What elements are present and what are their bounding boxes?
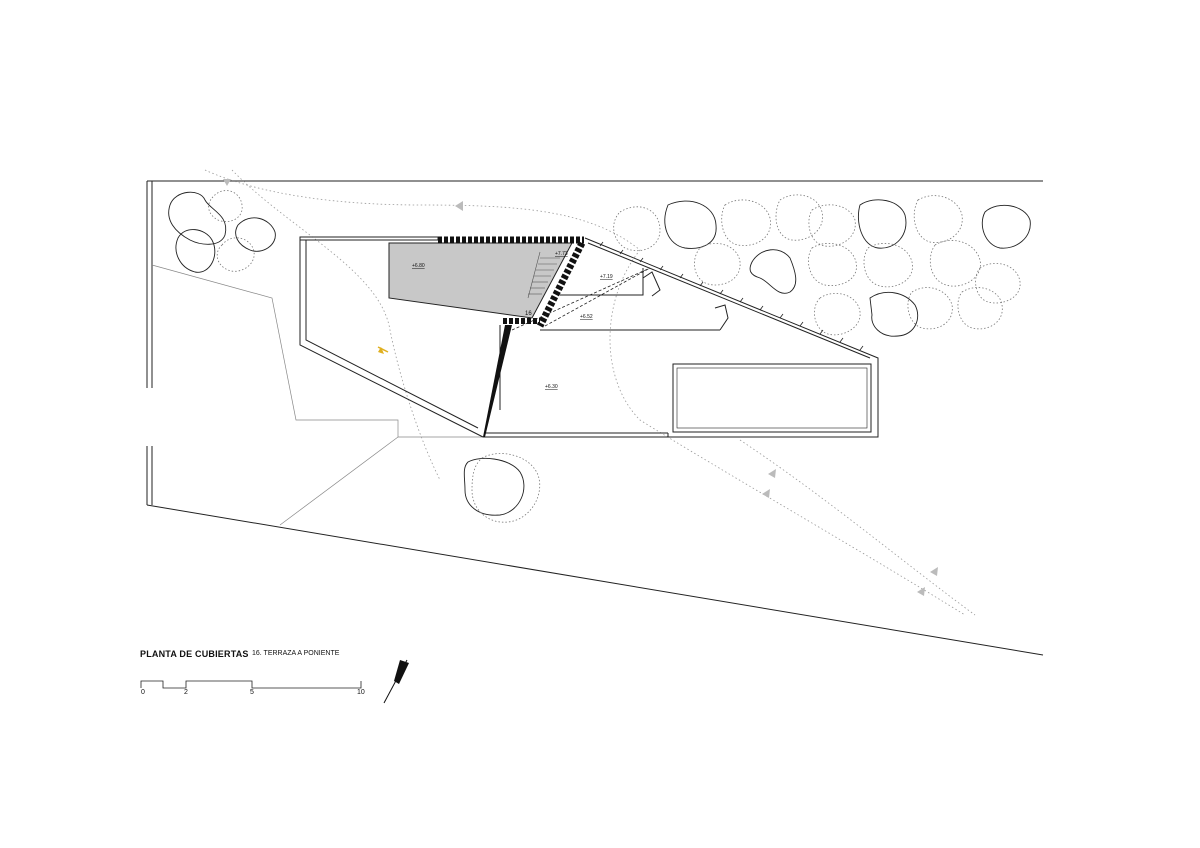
terrace-number: 16 xyxy=(525,311,532,317)
scale-tick-10: 10 xyxy=(357,689,365,696)
dotted-path xyxy=(204,169,976,616)
stair-lines xyxy=(527,251,560,299)
level-label-upper-right: +7.19 xyxy=(600,274,613,280)
tree-outlines xyxy=(168,191,1031,516)
level-label-middle: +6.52 xyxy=(580,314,593,320)
scale-tick-2: 2 xyxy=(184,689,188,696)
site-boundary xyxy=(146,180,1044,656)
drawing-subtitle: 16. TERRAZA A PONIENTE xyxy=(252,650,340,657)
gray-roof xyxy=(388,242,573,319)
ridge-lines xyxy=(511,267,651,331)
scale-tick-5: 5 xyxy=(250,689,254,696)
site-grading-lines xyxy=(151,264,483,526)
scale-bar xyxy=(140,680,362,689)
black-wall-wedge xyxy=(483,325,512,437)
scale-tick-0: 0 xyxy=(141,689,145,696)
north-arrow-icon xyxy=(383,659,409,704)
accent-marker xyxy=(377,346,389,354)
drawing-title: PLANTA DE CUBIERTAS xyxy=(140,649,249,659)
level-label-small-top: +7.73 xyxy=(555,251,568,257)
roof-parapet-ticks xyxy=(599,241,864,351)
tree-dotted-outlines xyxy=(208,190,1021,523)
path-arrows xyxy=(223,179,938,596)
brick-band-diagonal xyxy=(536,241,586,328)
level-label-main-terrace: +6.30 xyxy=(545,384,558,390)
level-label-gray-roof: +6.80 xyxy=(412,263,425,269)
